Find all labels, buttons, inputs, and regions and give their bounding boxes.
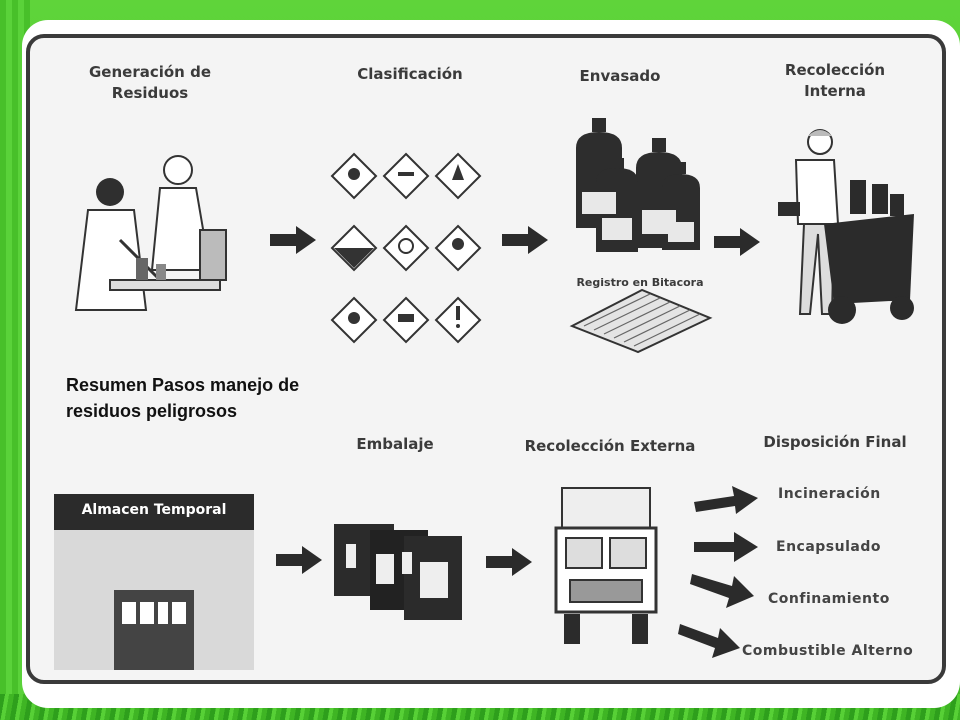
- disposal-arrow-confinement: [690, 574, 754, 608]
- flow-arrow-5: [486, 548, 532, 576]
- flow-arrow-4: [276, 546, 322, 574]
- disposal-option-encapsulation: Encapsulado: [776, 539, 881, 555]
- waste-containers-illustration: [576, 118, 700, 252]
- logbook-illustration: [569, 288, 713, 354]
- storage-sign-text: Almacen Temporal: [81, 502, 227, 518]
- flow-arrow-3: [714, 228, 760, 256]
- step-label-internal-collection: Recolección Interna: [784, 61, 886, 100]
- summary-caption: Resumen Pasos manejo de residuos peligro…: [66, 375, 300, 421]
- flow-arrow-1: [270, 226, 316, 254]
- disposal-option-alternative-fuel: Combustible Alterno: [742, 643, 914, 659]
- flow-arrow-2: [502, 226, 548, 254]
- packaging-boxes-illustration: [334, 524, 462, 620]
- lab-workers-illustration: [60, 140, 240, 340]
- temporary-storage-illustration: [54, 494, 254, 670]
- disposal-arrow-incineration: [694, 486, 758, 514]
- log-label: Registro en Bitacora: [576, 276, 704, 289]
- step-label-classification: Clasificación: [357, 65, 463, 83]
- step-label-external-collection: Recolección Externa: [524, 437, 696, 455]
- hazard-symbols-grid: [330, 152, 482, 344]
- step-label-wrapping: Embalaje: [356, 435, 434, 453]
- disposal-option-incineration: Incineración: [778, 486, 881, 502]
- disposal-arrow-alternative-fuel: [678, 624, 740, 658]
- step-label-generation: Generación de Residuos: [88, 63, 211, 102]
- step-label-packaging: Envasado: [579, 67, 661, 85]
- disposal-arrow-encapsulation: [694, 532, 758, 562]
- step-label-final-disposal: Disposición Final: [763, 433, 907, 451]
- disposal-option-confinement: Confinamiento: [768, 591, 890, 607]
- collection-truck-illustration: [554, 487, 658, 644]
- worker-with-cart-illustration: [778, 129, 914, 324]
